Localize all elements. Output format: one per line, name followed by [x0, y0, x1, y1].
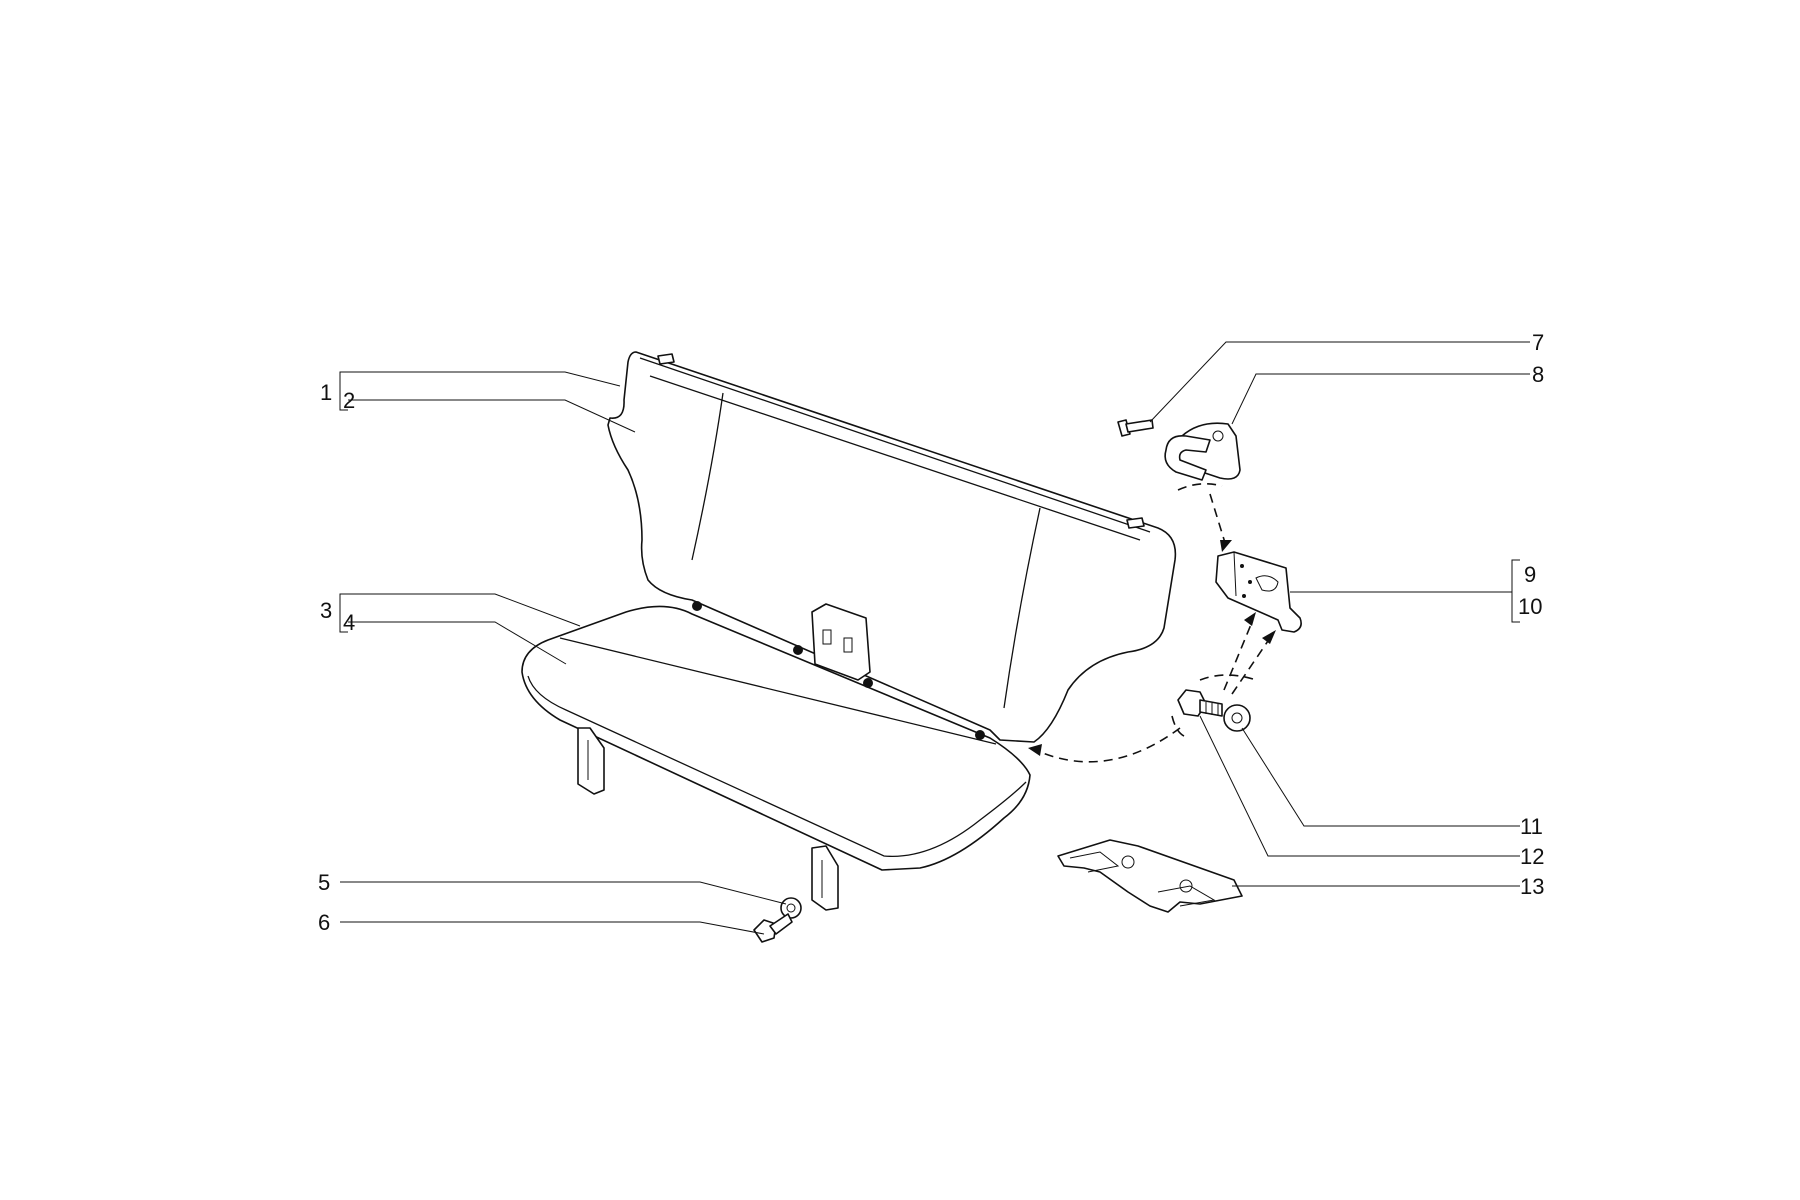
- washer-part-11: [1223, 704, 1251, 732]
- washer-part-5: [780, 897, 802, 919]
- callout-11: 11: [1520, 814, 1543, 839]
- callout-labels: 1 2 3 4 5 6 7 8 9 10 11 12 13: [318, 330, 1544, 935]
- callout-10: 10: [1518, 594, 1542, 619]
- mounting-points: [692, 601, 985, 740]
- floor-plate-part-13: [1057, 839, 1243, 913]
- callout-5: 5: [318, 870, 330, 895]
- assembly-paths: [1028, 482, 1276, 763]
- bolt-part-6: [753, 913, 793, 943]
- callout-12: 12: [1520, 844, 1544, 869]
- callout-7: 7: [1532, 330, 1544, 355]
- callout-6: 6: [318, 910, 330, 935]
- callout-4: 4: [343, 610, 355, 635]
- callout-13: 13: [1520, 874, 1544, 899]
- screw-part-7: [1117, 419, 1154, 437]
- callout-1: 1: [320, 380, 332, 405]
- seat-backrest: [607, 351, 1177, 743]
- leader-lines: [339, 341, 1530, 935]
- latch-striker-part-8: [1164, 422, 1241, 481]
- callout-3: 3: [320, 598, 332, 623]
- callout-2: 2: [343, 388, 355, 413]
- hinge-bracket-part-9: [1215, 551, 1302, 633]
- bolt-part-12: [1177, 689, 1223, 717]
- callout-8: 8: [1532, 362, 1544, 387]
- seat-cushion: [521, 605, 1031, 911]
- callout-9: 9: [1524, 562, 1536, 587]
